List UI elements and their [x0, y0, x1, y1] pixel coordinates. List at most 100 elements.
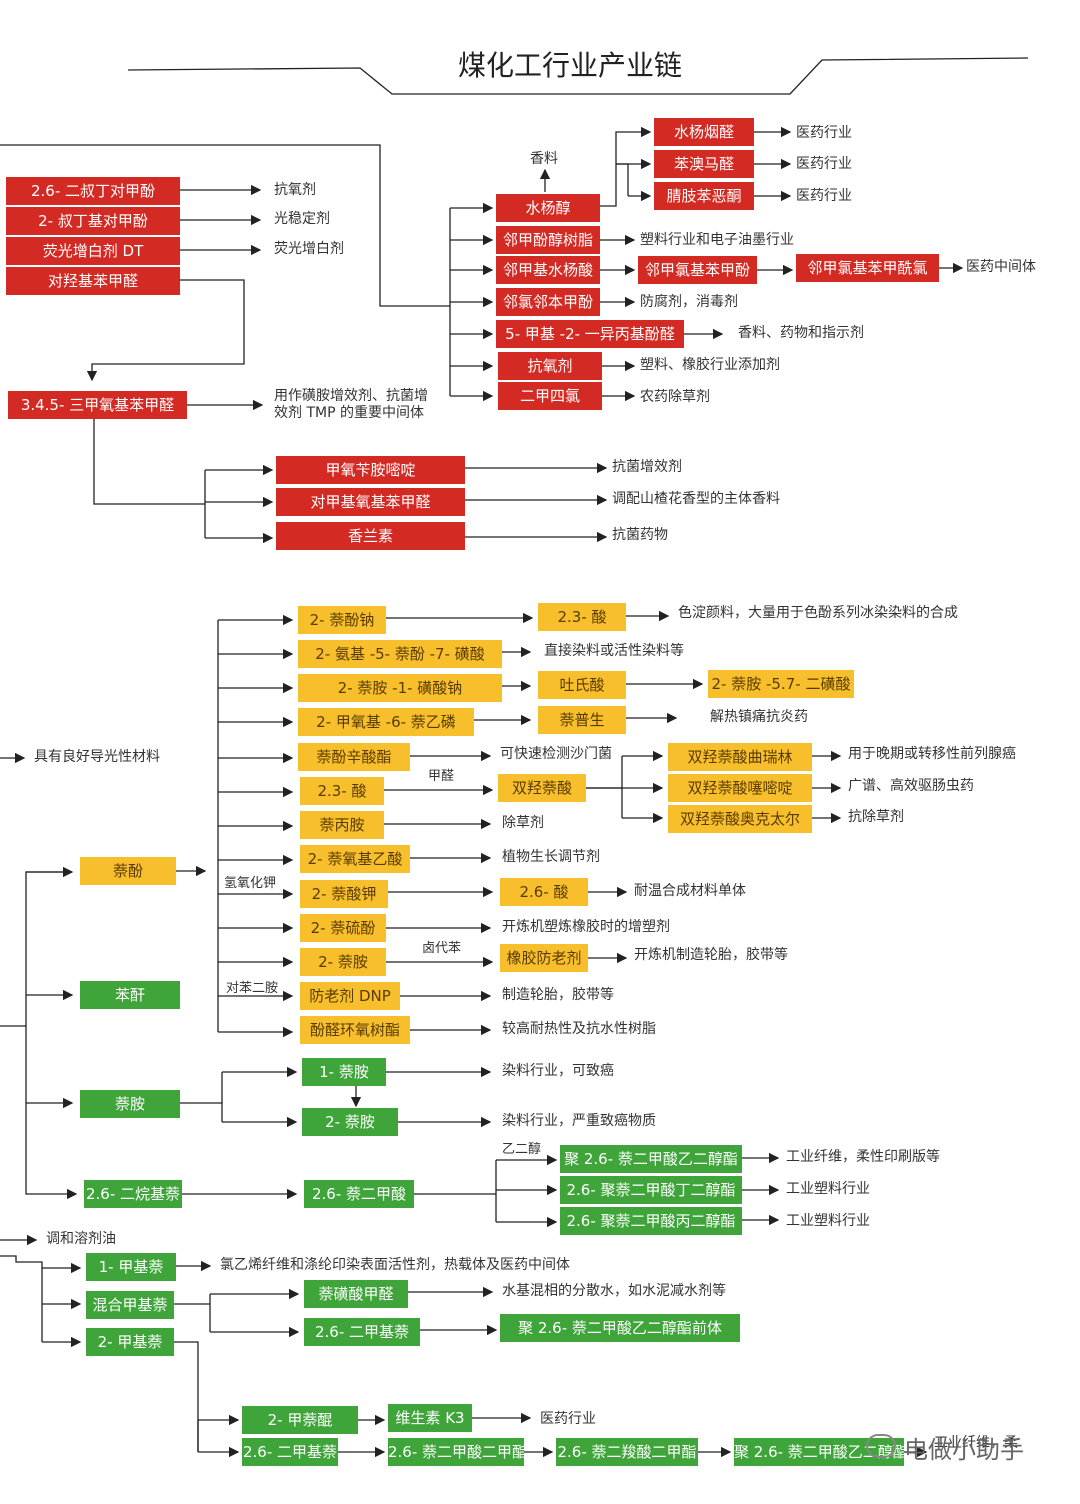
- node-dialkyl: 2.6- 二烷基萘: [84, 1180, 182, 1208]
- label-dye-severe: 染料行业，严重致癌物质: [502, 1113, 656, 1129]
- node-vitk3: 维生素 K3: [388, 1404, 472, 1432]
- node-resin: 邻甲酚醇树脂: [496, 226, 600, 254]
- node-mn2: 2- 甲基萘: [86, 1328, 174, 1356]
- label-med3: 医药行业: [796, 188, 852, 204]
- page-title: 煤化工行业产业链: [457, 49, 682, 82]
- node-nerolin: 2- 甲氧基 -6- 萘乙磷: [298, 708, 474, 736]
- label-dye-cancer: 染料行业，可致癌: [502, 1063, 614, 1079]
- node-disulfonic: 2- 萘胺 -5.7- 二磺酸: [708, 670, 854, 698]
- node-antioxidant: 抗氧剂: [498, 352, 602, 380]
- node-thymol: 5- 甲基 -2- 一异丙基酚醛: [496, 320, 684, 348]
- node-mixed: 混合甲基萘: [86, 1291, 174, 1319]
- label-formaldehyde: 甲醛: [428, 769, 455, 784]
- label-water-reducer: 水基混相的分散水，如水泥减水剂等: [502, 1283, 726, 1299]
- node-acid-26: 2.6- 酸: [500, 878, 588, 906]
- label-pdp: 对苯二胺: [226, 981, 279, 996]
- label-pesticide: 农药除草剂: [640, 389, 710, 405]
- label-heat-monomer: 耐温合成材料单体: [634, 883, 746, 899]
- label-med1: 医药行业: [796, 125, 852, 141]
- label-fragrance: 香料: [530, 151, 558, 167]
- node-tmp: 甲氧苄胺嘧啶: [276, 456, 465, 484]
- label-thymol-use: 香料、药物和指示剂: [738, 325, 864, 341]
- node-dichloro: 邻氯邻本甲酚: [496, 288, 600, 316]
- label-tire2: 制造轮胎，胶带等: [502, 987, 614, 1003]
- label-dye2: 直接染料或活性染料等: [544, 643, 684, 659]
- node-bon-acid-2: 2.3- 酸: [300, 777, 384, 805]
- node-cresotic: 邻甲基水杨酸: [496, 256, 600, 284]
- wechat-icon: [866, 1434, 896, 1458]
- label-plant-growth: 植物生长调节剂: [502, 849, 600, 865]
- node-dmn: 2.6- 二甲基萘: [304, 1318, 420, 1346]
- node-dtbp: 2.6- 二叔丁对甲酚: [6, 177, 180, 205]
- node-naphthylamine: 2- 萘胺: [300, 948, 386, 976]
- label-plasticizer: 开炼机塑炼橡胶时的增塑剂: [502, 919, 670, 935]
- node-epoxy: 酚醛环氧树酯: [300, 1016, 410, 1044]
- node-naphthol: 萘酚: [80, 857, 176, 885]
- label-plastic2: 工业塑料行业: [786, 1213, 870, 1229]
- label-med-green: 医药行业: [540, 1411, 596, 1427]
- node-rubber-antiox: 橡胶防老剂: [500, 944, 588, 972]
- label-fiber2: 工业纤维，柔: [934, 1435, 1018, 1451]
- label-light-guide: 具有良好导光性材料: [34, 749, 160, 765]
- label-glycol: 乙二醇: [502, 1142, 542, 1157]
- label-herb-removal: 抗除草剂: [848, 809, 904, 825]
- node-tobias: 吐氏酸: [538, 671, 626, 699]
- label-dye1: 色淀颜料，大量用于色酚系列冰染染料的合成: [678, 605, 958, 621]
- node-pyrantel-pamoate: 双羟萘酸曲瑞林: [668, 743, 812, 771]
- label-mn1-use: 氯乙烯纤维和涤纶印染表面活性剂，热载体及医药中间体: [220, 1257, 570, 1273]
- node-salicylaldehyde: 水杨烟醛: [654, 118, 754, 146]
- label-preservative: 防腐剂，消毒剂: [640, 294, 738, 310]
- node-fluor: 荧光增白剂 DT: [6, 237, 180, 265]
- label-weed: 除草剂: [502, 815, 544, 831]
- node-bon-acid: 2.3- 酸: [538, 603, 626, 631]
- node-vanillin: 香兰素: [276, 522, 465, 550]
- node-octyl: 萘酚辛酸酯: [298, 743, 410, 771]
- node-nsf: 萘磺酸甲醛: [304, 1280, 408, 1308]
- node-coumarin: 苯澳马醛: [654, 150, 754, 178]
- node-amino-naph: 2- 氨基 -5- 萘酚 -7- 磺酸: [298, 640, 502, 668]
- node-hba: 对羟基苯甲醛: [6, 267, 180, 295]
- node-naphthoxyacetic: 2- 萘氧基乙酸: [300, 845, 410, 873]
- label-tire: 开炼机制造轮胎，胶带等: [634, 947, 788, 963]
- label-koh: 氢氧化钾: [224, 876, 277, 891]
- label-tmp-use: 抗菌增效剂: [612, 459, 682, 475]
- node-ndc-ester2: 2.6- 萘二羧酸二甲酯: [556, 1438, 698, 1466]
- node-herbicide: 二甲四氯: [498, 382, 602, 410]
- label-uv: 光稳定剂: [274, 211, 330, 227]
- label-med-intermediate: 医药中间体: [966, 259, 1036, 275]
- node-naphthol-na: 2- 萘酚钠: [298, 606, 386, 634]
- label-vanillin-use: 抗菌药物: [612, 527, 668, 543]
- label-sand-detect: 可快速检测沙门菌: [500, 746, 612, 762]
- node-amine1: 1- 萘胺: [302, 1058, 386, 1086]
- node-mn1: 1- 甲基萘: [86, 1253, 176, 1281]
- node-salicyl-alcohol: 水杨醇: [496, 194, 600, 222]
- label-plastic-additive: 塑料、橡胶行业添加剂: [640, 357, 780, 373]
- node-tmba: 3.4.5- 三甲氧基苯甲醛: [8, 391, 187, 419]
- node-oxazinone: 腈肢苯恶酮: [654, 182, 754, 210]
- node-pbn: 2.6- 聚萘二甲酸丁二醇酯: [560, 1176, 742, 1204]
- node-naphthylamine-green: 萘胺: [80, 1090, 180, 1118]
- label-antioxidant-use: 抗氧剂: [274, 182, 316, 198]
- label-anis-use: 调配山楂花香型的主体香料: [612, 491, 780, 507]
- node-anisaldehyde: 对甲基氧基苯甲醛: [276, 488, 465, 516]
- label-solvent-oil: 调和溶剂油: [46, 1231, 116, 1247]
- label-med2: 医药行业: [796, 156, 852, 172]
- node-menadione: 2- 甲萘醌: [242, 1406, 358, 1434]
- node-naphthopropamide: 萘丙胺: [300, 811, 384, 839]
- node-naphthylamine-sulf: 2- 萘胺 -1- 磺酸钠: [298, 674, 502, 702]
- label-resin-use-yellow: 较高耐热性及抗水性树脂: [502, 1021, 656, 1037]
- label-analgesic: 解热镇痛抗炎药: [710, 709, 808, 725]
- node-chloride: 邻甲氯基苯甲酰氯: [796, 254, 939, 282]
- node-chloro: 邻甲氯基苯甲酚: [638, 256, 757, 284]
- node-antiox-dnp: 防老剂 DNP: [300, 982, 400, 1010]
- node-ptn: 2.6- 聚萘二甲酸丙二醇酯: [560, 1207, 742, 1235]
- node-dmn2: 2.6- 二甲基萘: [242, 1438, 338, 1466]
- node-naproxen: 萘普生: [538, 706, 626, 734]
- label-resin-use: 塑料行业和电子油墨行业: [640, 232, 794, 248]
- label-plastic1: 工业塑料行业: [786, 1181, 870, 1197]
- label-tmba-use-2: 效剂 TMP 的重要中间体: [274, 405, 424, 421]
- node-pen: 聚 2.6- 萘二甲酸乙二醇酯: [560, 1145, 742, 1173]
- label-cancer: 用于晚期或转移性前列腺癌: [848, 746, 1016, 762]
- node-anhydride: 苯酐: [80, 981, 180, 1009]
